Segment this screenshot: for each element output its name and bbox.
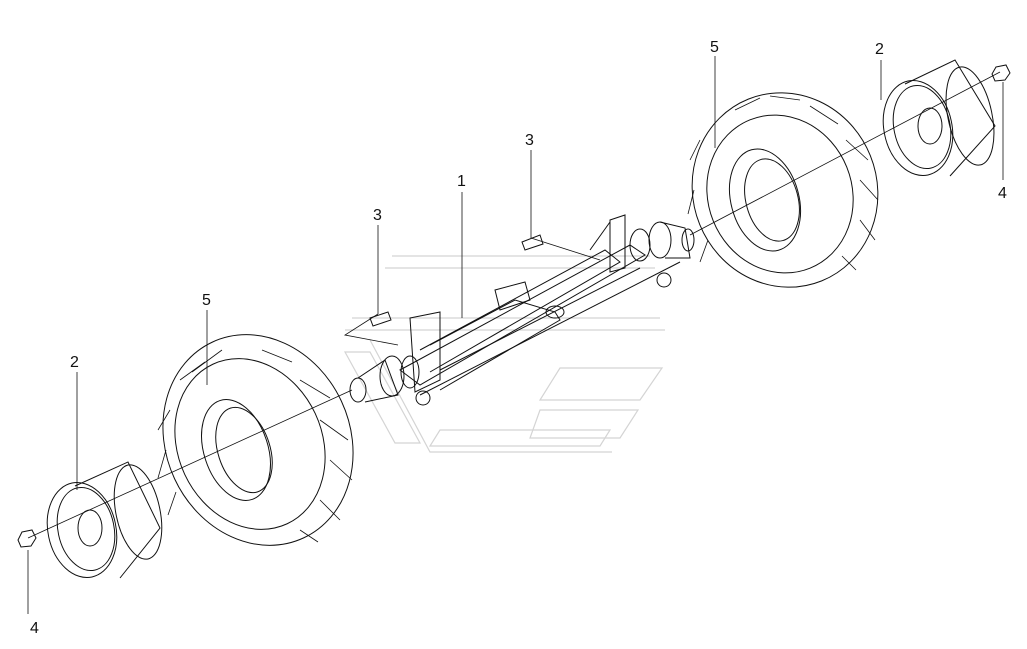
right-nut — [991, 64, 1011, 82]
callout-4-left: 4 — [30, 620, 39, 637]
right-tire — [687, 92, 879, 288]
leader-lines — [27, 56, 1004, 614]
left-nut — [17, 529, 37, 548]
callout-3-right: 3 — [525, 132, 534, 149]
callout-3-left: 3 — [373, 207, 382, 224]
left-bolt — [369, 311, 392, 327]
right-hub — [629, 221, 695, 288]
callout-2-right: 2 — [875, 41, 884, 58]
left-rim — [46, 461, 163, 579]
callout-2-left: 2 — [70, 354, 79, 371]
callout-4-right: 4 — [998, 185, 1007, 202]
right-rim — [882, 59, 996, 177]
watermark-logo — [343, 255, 665, 453]
left-tire — [157, 334, 354, 546]
right-bolt — [521, 234, 544, 251]
callout-1: 1 — [457, 173, 466, 190]
axle-beam — [399, 214, 681, 396]
callout-5-left: 5 — [202, 292, 211, 309]
right-axis-line — [689, 71, 1001, 236]
left-axis-line — [27, 389, 353, 539]
callout-5-right: 5 — [710, 39, 719, 56]
left-hub — [349, 355, 431, 406]
